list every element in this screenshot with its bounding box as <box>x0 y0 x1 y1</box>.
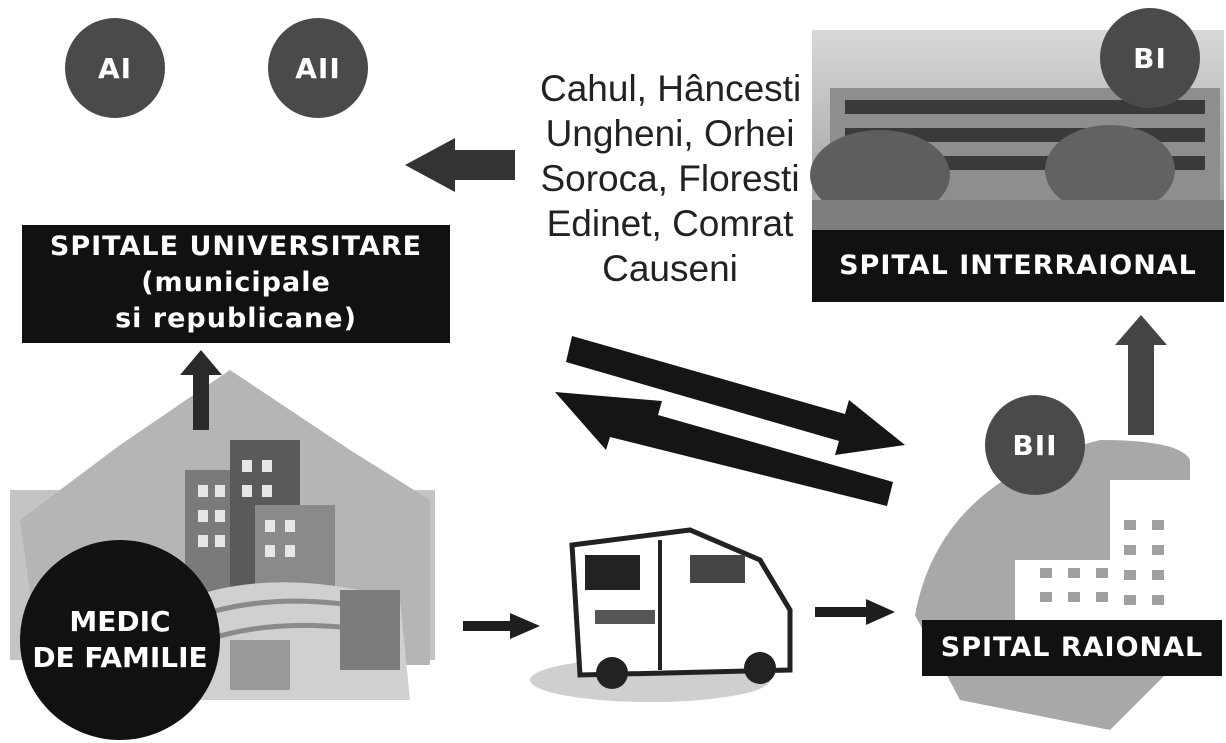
box-line: (municipale <box>141 267 331 298</box>
arrow-to-university <box>405 138 515 192</box>
arrow-interregional-up <box>1115 315 1167 435</box>
medic-line: MEDIC <box>69 605 171 638</box>
arrow-ambulance-to-district <box>815 599 895 625</box>
city-line: Cahul, Hâncesti <box>540 68 802 109</box>
box-line: si republicane) <box>115 303 357 334</box>
arrow-diagonal-up-left <box>555 392 893 506</box>
city-line: Soroca, Floresti <box>540 158 800 199</box>
interregional-hospital-photo <box>810 30 1224 235</box>
city-line: Ungheni, Orhei <box>545 113 795 154</box>
spital-interraional-box: SPITAL INTERRAIONAL <box>812 230 1224 302</box>
arrow-diagonal-down-right <box>566 336 905 455</box>
box-label: SPITAL INTERRAIONAL <box>839 250 1197 281</box>
arrow-clinic-up <box>180 350 222 430</box>
badge-bi: BI <box>1100 8 1200 108</box>
medic-line: DE FAMILIE <box>32 641 208 674</box>
arrow-clinic-to-ambulance <box>463 613 540 639</box>
box-line: SPITALE UNIVERSITARE <box>49 231 423 262</box>
badge-aii: AII <box>268 18 368 118</box>
spitale-universitare-box: SPITALE UNIVERSITARE (municipale si repu… <box>22 225 450 343</box>
medic-de-familie-circle: MEDIC DE FAMILIE <box>20 540 220 740</box>
ambulance-illustration <box>530 527 793 702</box>
badge-ai: AI <box>65 18 165 118</box>
badge-bii: BII <box>985 395 1085 495</box>
city-list: Cahul, Hâncesti Ungheni, Orhei Soroca, F… <box>540 66 802 291</box>
city-line: Edinet, Comrat <box>546 203 794 244</box>
city-line: Causeni <box>602 248 738 289</box>
box-label: SPITAL RAIONAL <box>940 632 1204 663</box>
spital-raional-box: SPITAL RAIONAL <box>922 620 1222 676</box>
